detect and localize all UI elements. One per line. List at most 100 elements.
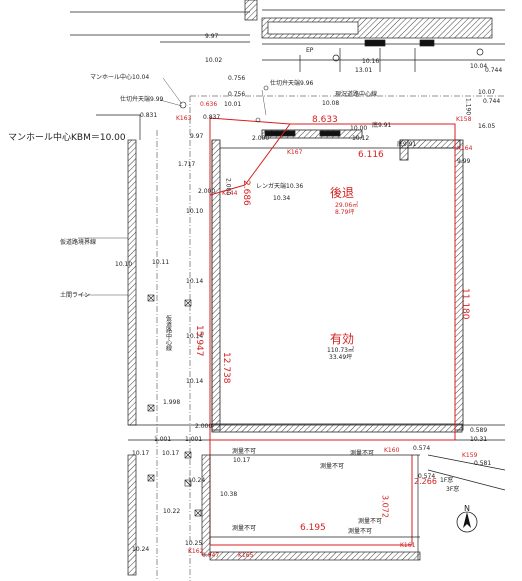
dim: 0.574 [418,473,435,480]
dim: 10.38 [220,491,237,498]
dimension-labels: 9.97 10.02 0.756 0.756 10.04 0.744 10.07… [115,33,502,553]
dim: 0.831 [140,112,157,119]
annotations: マンホール中心10.04 仕切弁天端9.99 マンホール中心KBM＝10.00 … [8,47,459,535]
dim: 10.14 [186,278,203,285]
red-dimension-labels: 0.636 8.633 6.116 11.180 15.947 12.738 2… [194,101,470,559]
brick-label: レンガ天端10.36 [256,182,303,190]
doma-label: 土間ライン [60,291,90,299]
effective-label: 有効 [330,331,354,346]
toe-label: 底9.91 [372,121,392,129]
dim-red: 0.636 [200,101,217,108]
temp-boundary-label: 仮道路境界線 [60,238,96,246]
unmeasurable-label: 測量不可 [358,517,382,525]
temp-center-label: 仮道路中心線 [165,314,172,351]
point-labels: K163 K158 K164 K167 K144 K160 K159 K162 … [176,115,478,559]
effective-area: 33.49坪 [329,353,352,361]
dim: 10.10 [186,208,203,215]
unmeasurable-label: 測量不可 [350,449,374,457]
dim: 10.02 [205,57,222,64]
dim: 10.01 [224,101,241,108]
dim: 1.001 [154,436,171,443]
dim-top: 9.97 [205,33,219,40]
dim: 10.14 [186,333,203,340]
dim: 1.998 [163,399,180,406]
setback-label: 後退 [330,186,354,200]
setback-area: 29.06㎡ [335,201,358,209]
north-label: N [464,504,470,513]
dim: 10.07 [478,89,495,96]
dim-red: 12.738 [221,352,231,384]
leader-lines [78,77,267,296]
ep-label: EP [306,47,314,54]
dim: 13.01 [355,67,372,74]
dim: 10.12 [352,135,369,142]
unmeasurable-label: 測量不可 [232,447,256,455]
unmeasurable-label: 測量不可 [320,462,344,470]
dim: 2.000 [225,178,232,195]
dim: 10.10 [115,261,132,268]
point-label: K158 [456,116,472,123]
dim: 0.574 [413,445,430,452]
dim: 10.11 [152,259,169,266]
dim: 10.04 [470,63,487,70]
dim: 1.717 [178,161,195,168]
dim: 2.000 [252,135,269,142]
dim: 0.744 [483,98,500,105]
dim-red: 8.633 [312,115,338,125]
window-label: 3F窓 [446,485,459,493]
dim: 2.000 [195,423,212,430]
dim: 1.190 [465,98,472,115]
setback-area: 8.79坪 [335,208,354,216]
top-structures [70,0,505,72]
dim-red: 11.180 [460,288,470,320]
dim: 1.001 [185,436,202,443]
toe-label: 底9.91 [397,140,417,148]
unmeasurable-label: 測量不可 [232,524,256,532]
dim: 0.581 [474,460,491,467]
dim: 0.756 [228,91,245,98]
dim: 10.22 [163,508,180,515]
valve-label: 仕切弁天端9.99 [120,95,164,103]
point-label: K162 [188,548,204,555]
dim-red: 15.947 [194,325,204,357]
dim-red: 0.947 [202,552,219,559]
dim: 0.756 [228,75,245,82]
dim: 0.589 [470,427,487,434]
dim: 10.17 [162,450,179,457]
aux-labels: 底9.91 10.16 [362,58,417,148]
dim-red: 3.072 [381,495,390,518]
dim: 10.24 [132,546,149,553]
dim: 10.00 [350,125,367,132]
dim: 10.24 [188,477,205,484]
point-label: K159 [462,452,478,459]
dim: 10.08 [322,100,339,107]
dim: 2.000 [198,188,215,195]
dim: 10.25 [185,540,202,547]
road-center-line [156,95,505,581]
point-label: K161 [400,542,416,549]
bm-label: マンホール中心KBM＝10.00 [8,131,126,143]
dim-red: 2.266 [414,477,437,486]
valve-label: 仕切弁天端9.96 [270,79,314,87]
point-label: K167 [287,149,303,156]
point-label: K163 [176,115,192,122]
manhole-label: マンホール中心10.04 [90,73,149,81]
dim-red: 2.686 [241,180,251,206]
point-label: K160 [384,447,400,454]
dim: 10.34 [273,195,290,202]
dim: 0.837 [203,114,220,121]
road-center-label: 現況道路中心線 [335,90,377,98]
point-label: K144 [222,190,238,197]
dim: 16.05 [478,123,495,130]
survey-markers [147,85,269,517]
north-arrow: N [456,504,478,533]
dim: 10.17 [233,457,250,464]
dim: 10.17 [132,450,149,457]
dim: 9.97 [190,133,204,140]
effective-area: 110.73㎡ [327,346,354,354]
building-outline [211,129,464,433]
dim: 10.14 [186,378,203,385]
unmeasurable-label: 測量不可 [348,527,372,535]
window-label: 1F窓 [440,476,453,484]
dim: 9.99 [457,158,471,165]
